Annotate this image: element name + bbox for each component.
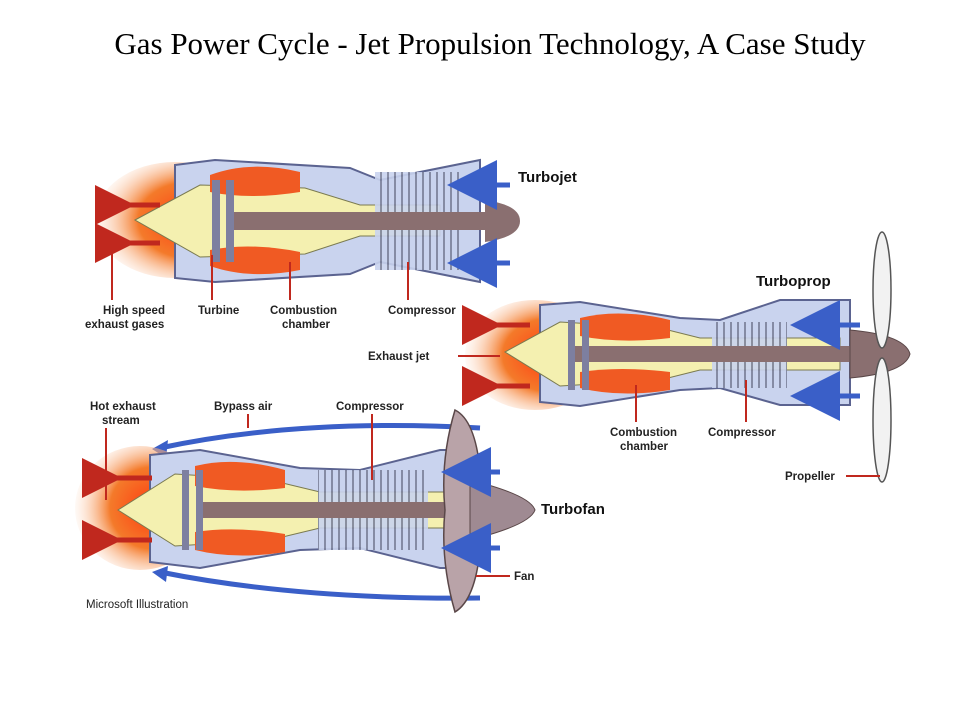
turbofan-turbine-disk [196, 470, 203, 550]
turboprop-turbine-disk [568, 320, 575, 390]
turbofan-combustion-flame-top [195, 461, 285, 491]
turboprop-combustion-label: chamber [620, 441, 668, 453]
turbofan-label: Turbofan [541, 501, 605, 518]
turboprop-propeller-blade [872, 357, 892, 483]
turbojet-combustion-flame-top [210, 166, 300, 196]
turbofan-combustion-flame-bottom [195, 529, 285, 556]
turbofan-compressor-label: Compressor [336, 401, 404, 413]
turbofan-bypass-air-stream [159, 423, 481, 451]
illustration-credit: Microsoft Illustration [86, 599, 188, 611]
turbojet-compressor-label: Compressor [388, 305, 456, 317]
turbojet-nose-cone [485, 200, 520, 242]
turboprop-shaft [570, 346, 870, 362]
turboprop-turbine-disk [582, 320, 589, 390]
turboprop-propeller-blade [872, 231, 892, 349]
turbofan-shaft [200, 502, 480, 518]
turbojet-combustion-label: Combustion [270, 305, 337, 317]
turbofan-bypass-air-label: Bypass air [214, 401, 273, 413]
turbofan-bypass-air-stream [159, 569, 481, 601]
turbojet-exhaust-label: exhaust gases [85, 319, 164, 331]
turboprop-compressor-label: Compressor [708, 427, 776, 439]
turbofan-hot-exhaust-label: stream [102, 415, 140, 427]
turbojet-combustion-label: chamber [282, 319, 330, 331]
turbofan-fan-label: Fan [514, 571, 534, 583]
turbofan-turbine-disk [182, 470, 189, 550]
turbojet-shaft [230, 212, 490, 230]
page-title: Gas Power Cycle - Jet Propulsion Technol… [114, 26, 866, 61]
turbojet-turbine-disk [226, 180, 234, 262]
turbofan-engine: Turbofan Hot exhaust stream Bypass air C… [75, 401, 605, 614]
turbojet-exhaust-label: High speed [103, 305, 165, 317]
turboprop-propeller-label: Propeller [785, 471, 835, 483]
turbojet-turbine-label: Turbine [198, 305, 239, 317]
turbojet-turbine-disk [212, 180, 220, 262]
turbojet-engine: Turbojet High speed exhaust gases Turbin… [85, 158, 577, 331]
turboprop-combustion-flame-bottom [580, 369, 670, 394]
turboprop-exhaust-jet-label: Exhaust jet [368, 351, 430, 363]
turbofan-hot-exhaust-label: Hot exhaust [90, 401, 156, 413]
turboprop-engine: Turboprop Exhaust jet Combustion chamber… [368, 231, 911, 483]
turbofan-nose-cone [469, 479, 536, 541]
turbojet-label: Turbojet [518, 169, 577, 186]
turboprop-combustion-label: Combustion [610, 427, 677, 439]
turboprop-combustion-flame-top [580, 313, 670, 341]
turboprop-label: Turboprop [756, 273, 831, 290]
